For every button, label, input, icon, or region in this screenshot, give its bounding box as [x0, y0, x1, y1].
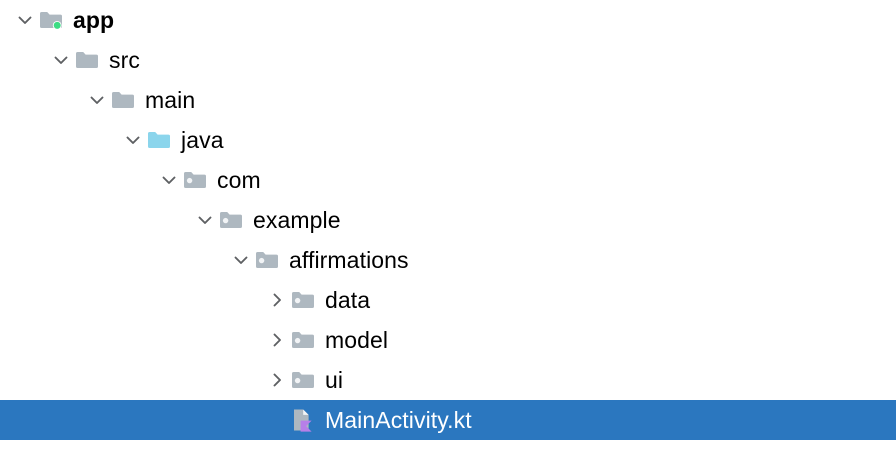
folder-package-icon — [290, 367, 316, 393]
folder-source-root-icon — [146, 127, 172, 153]
tree-node-label: affirmations — [289, 247, 409, 273]
tree-indent-spacer — [0, 140, 120, 141]
folder-package-icon — [290, 287, 316, 313]
tree-node-label: java — [181, 127, 224, 153]
folder-module-icon — [38, 7, 64, 33]
tree-expander-placeholder — [264, 407, 290, 433]
chevron-right-icon[interactable] — [264, 367, 290, 393]
tree-node-label: model — [325, 327, 389, 353]
tree-indent-spacer — [0, 340, 264, 341]
tree-row[interactable]: example — [0, 200, 896, 240]
tree-indent-spacer — [0, 260, 228, 261]
chevron-down-icon[interactable] — [156, 167, 182, 193]
tree-row[interactable]: src — [0, 40, 896, 80]
chevron-down-icon[interactable] — [84, 87, 110, 113]
tree-indent-spacer — [0, 300, 264, 301]
tree-node-label: example — [253, 207, 341, 233]
tree-node-label: main — [145, 87, 196, 113]
tree-node-label: src — [109, 47, 140, 73]
folder-package-icon — [218, 207, 244, 233]
tree-indent-spacer — [0, 100, 84, 101]
folder-icon — [110, 87, 136, 113]
tree-node-label: ui — [325, 367, 344, 393]
tree-indent-spacer — [0, 60, 48, 61]
tree-node-label: com — [217, 167, 261, 193]
tree-row[interactable]: affirmations — [0, 240, 896, 280]
chevron-down-icon[interactable] — [192, 207, 218, 233]
tree-row[interactable]: com — [0, 160, 896, 200]
tree-row[interactable]: MainActivity.kt — [0, 400, 896, 440]
tree-indent-spacer — [0, 380, 264, 381]
tree-node-label: app — [73, 7, 115, 33]
tree-indent-spacer — [0, 420, 264, 421]
tree-row[interactable]: main — [0, 80, 896, 120]
tree-row[interactable]: model — [0, 320, 896, 360]
folder-icon — [74, 47, 100, 73]
chevron-down-icon[interactable] — [48, 47, 74, 73]
folder-package-icon — [290, 327, 316, 353]
tree-node-label: data — [325, 287, 371, 313]
tree-node-label: MainActivity.kt — [325, 407, 472, 433]
chevron-down-icon[interactable] — [120, 127, 146, 153]
tree-row[interactable]: data — [0, 280, 896, 320]
folder-package-icon — [182, 167, 208, 193]
chevron-right-icon[interactable] — [264, 327, 290, 353]
chevron-down-icon[interactable] — [12, 7, 38, 33]
chevron-right-icon[interactable] — [264, 287, 290, 313]
tree-row[interactable]: java — [0, 120, 896, 160]
chevron-down-icon[interactable] — [228, 247, 254, 273]
tree-indent-spacer — [0, 220, 192, 221]
tree-row[interactable]: ui — [0, 360, 896, 400]
tree-row[interactable]: app — [0, 0, 896, 40]
folder-package-icon — [254, 247, 280, 273]
tree-indent-spacer — [0, 180, 156, 181]
tree-indent-spacer — [0, 20, 12, 21]
kotlin-file-icon — [290, 407, 316, 433]
